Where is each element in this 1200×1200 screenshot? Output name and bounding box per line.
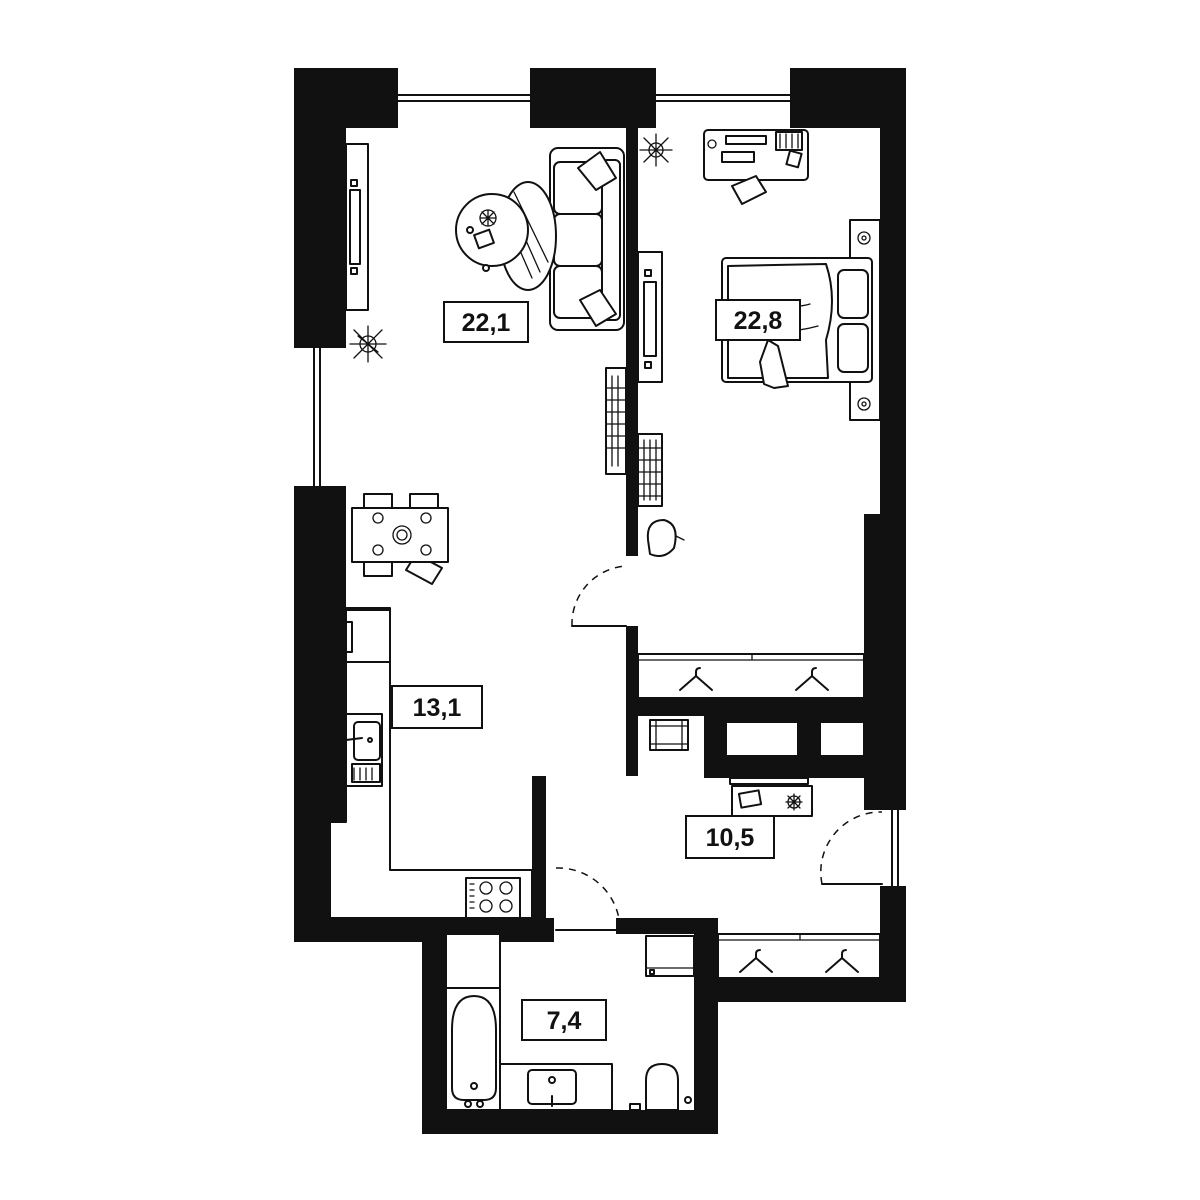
armchair bbox=[646, 519, 685, 557]
radiator-living bbox=[605, 367, 627, 475]
label-living-room: 22,1 bbox=[443, 301, 529, 343]
closet-bedroom bbox=[637, 653, 865, 699]
area-living-room: 22,1 bbox=[462, 309, 511, 337]
wardrobe-bedroom bbox=[637, 251, 663, 383]
area-bedroom: 22,8 bbox=[734, 307, 783, 335]
kitchen-counter bbox=[329, 607, 533, 919]
desk bbox=[703, 129, 809, 205]
plant-icon bbox=[639, 133, 673, 167]
toilet-icon bbox=[629, 1063, 692, 1111]
label-kitchen: 13,1 bbox=[391, 685, 483, 729]
hanger-icon bbox=[679, 667, 829, 691]
doors bbox=[555, 565, 883, 931]
hall-console bbox=[729, 777, 813, 817]
area-hallway: 10,5 bbox=[706, 824, 755, 852]
coffee-table bbox=[455, 193, 529, 272]
sink-icon bbox=[345, 713, 383, 787]
washing-machine bbox=[645, 935, 695, 977]
bathtub-icon bbox=[445, 933, 501, 1111]
label-bedroom: 22,8 bbox=[715, 299, 801, 341]
closet-hall bbox=[717, 933, 881, 979]
hall-cabinets bbox=[649, 719, 865, 757]
stove-icon bbox=[465, 877, 521, 919]
label-hallway: 10,5 bbox=[685, 815, 775, 859]
hanger-icon bbox=[739, 949, 859, 973]
sofa-icon bbox=[549, 147, 625, 331]
plant-icon bbox=[349, 325, 387, 363]
walls bbox=[294, 68, 906, 1134]
label-bathroom: 7,4 bbox=[521, 999, 607, 1041]
tv-unit bbox=[345, 143, 369, 311]
area-bathroom: 7,4 bbox=[547, 1007, 582, 1035]
window-frames bbox=[313, 94, 899, 887]
radiator-bedroom bbox=[637, 433, 663, 507]
area-kitchen: 13,1 bbox=[413, 694, 462, 722]
vanity bbox=[499, 1063, 613, 1111]
dining-table bbox=[351, 493, 449, 585]
